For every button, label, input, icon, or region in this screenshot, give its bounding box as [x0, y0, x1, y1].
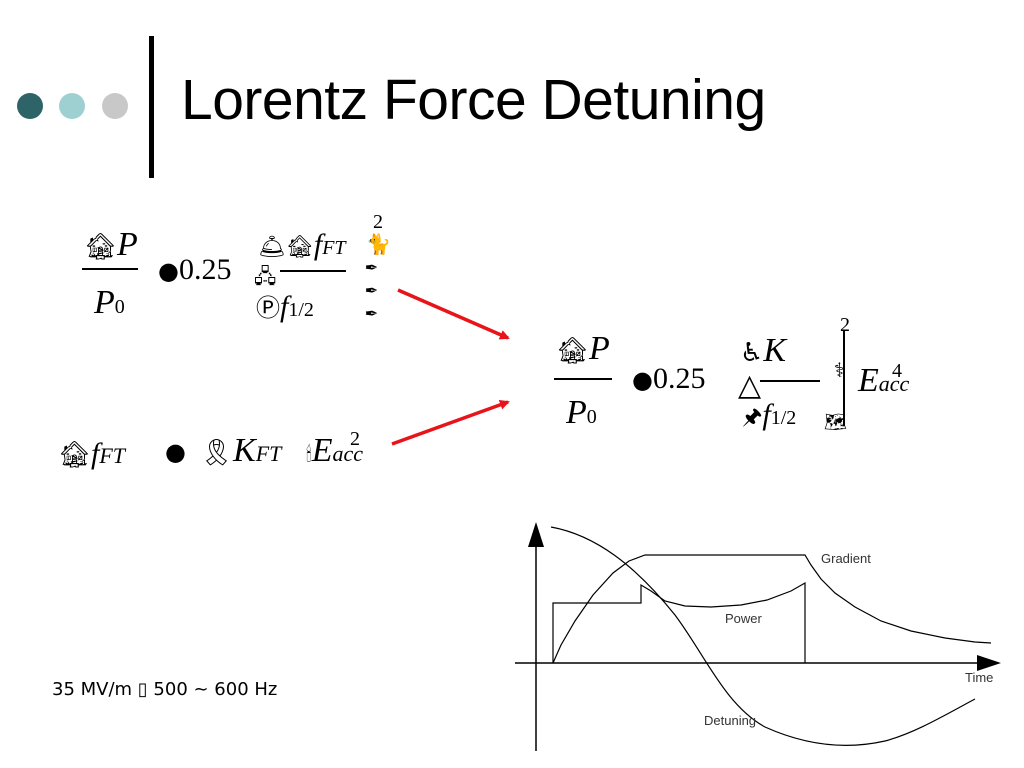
eq1-lhs-num-var: P: [117, 226, 138, 263]
eq2-e-exp: 2: [350, 428, 360, 450]
eq1-rhs-num-glyph: 🛎🏚: [258, 235, 314, 260]
eq3-den-var: f: [762, 398, 771, 431]
eq3-coef: 0.25: [652, 362, 706, 395]
bullet-dot-light: [59, 93, 85, 119]
eq2-e-var: E: [311, 432, 333, 469]
eq1-bracket-glyphs: ✒✒✒: [362, 258, 381, 327]
eq1-lhs-num-glyph: 🏚: [84, 232, 118, 262]
eq2-lhs-var: f: [91, 437, 100, 470]
eq1-cat-icon: 🐈: [366, 232, 391, 257]
eq3-lhs-num-glyph: 🏚: [556, 336, 590, 366]
eq3-bracket-bottom-glyph: 🗺: [824, 412, 847, 433]
eq3-e-term: Eacc: [858, 362, 909, 400]
eq1-lhs-denominator: P0: [94, 284, 125, 322]
eq3-lhs-den-sub: 0: [586, 406, 597, 428]
slide-title: Lorentz Force Detuning: [181, 68, 766, 132]
eq2-e-glyph: 🕯: [306, 442, 312, 466]
eq1-rhs-denominator: Ⓟf1/2: [256, 288, 314, 324]
eq1-rhs-fraction-bar: [280, 270, 346, 272]
label-gradient: Gradient: [821, 551, 871, 566]
eq3-world-map-icon: 🗺: [824, 412, 847, 433]
label-detuning: Detuning: [704, 713, 756, 728]
eq3-e-var: E: [858, 362, 879, 399]
eq3-operator: ●0.25: [632, 362, 705, 396]
eq3-denominator: 🖈f1/2: [742, 398, 796, 438]
eq3-triangle-icon: △: [738, 368, 761, 403]
x-axis-arrowhead: [977, 655, 1001, 671]
eq1-rhs-num-sub: FT: [322, 237, 346, 259]
eq3-den-glyph: 🖈: [742, 405, 763, 430]
timing-diagram: Gradient Power Time Detuning: [505, 505, 1024, 768]
eq3-lhs-fraction-bar: [554, 378, 612, 380]
eq3-e-exp: 4: [892, 360, 902, 382]
eq1-operator: ●0.25: [158, 253, 231, 287]
eq1-rhs-den-glyph: Ⓟ: [256, 294, 280, 322]
eq2-k-sub: FT: [255, 441, 282, 466]
y-axis-arrowhead: [528, 522, 544, 547]
eq2-k-glyph: 🎗: [200, 438, 234, 468]
eq2-k-term: 🎗KFT: [200, 432, 281, 470]
eq1-bracket-top-glyph: 🐈: [366, 232, 391, 256]
eq1-rhs-numerator: 🛎🏚fFT: [258, 228, 346, 262]
eq2-op-glyph: ●: [165, 438, 186, 466]
detuning-curve: [550, 526, 976, 746]
bullet-dot-grey: [102, 93, 128, 119]
eq1-lhs-fraction-bar: [82, 268, 138, 270]
power-curve: [552, 581, 806, 663]
eq3-lhs-numerator: 🏚P: [556, 330, 610, 368]
eq3-lhs-num-var: P: [589, 330, 610, 367]
eq1-rhs-den-sub: 1/2: [288, 299, 314, 321]
eq3-bracket-icon: ⚕: [834, 358, 845, 383]
spec-note: 35 MV/m ▯ 500 ~ 600 Hz: [52, 679, 278, 700]
eq1-lhs-numerator: 🏚P: [84, 226, 138, 264]
eq1-exponent: 2: [373, 211, 383, 233]
eq3-bracket-line: [843, 330, 845, 426]
eq3-lhs-den-var: P: [566, 394, 587, 431]
eq3-e-sub: acc: [878, 371, 910, 396]
eq2-e-term: 🕯Eacc: [306, 432, 363, 470]
eq1-side-glyph: 🖧: [254, 262, 276, 296]
label-time: Time: [965, 670, 993, 685]
eq1-op-glyph: ●: [158, 257, 179, 285]
eq3-lhs-denominator: P0: [566, 394, 597, 432]
arrow-upper: [397, 288, 510, 340]
eq3-exponent: 2: [840, 314, 850, 336]
eq3-fraction-bar: [760, 380, 820, 382]
eq2-lhs-glyph: 🏚: [58, 440, 92, 470]
eq3-op-glyph: ●: [632, 366, 653, 394]
eq3-numerator: ♿K: [740, 332, 786, 370]
eq1-bracket-icons: ✒✒✒: [362, 258, 381, 327]
eq2-k-var: K: [233, 432, 256, 469]
eq3-den-glyph-top: △: [738, 368, 762, 403]
label-power: Power: [725, 611, 763, 626]
eq3-bracket-glyph: ⚕: [834, 358, 845, 382]
eq2-operator: ●: [165, 438, 186, 467]
eq1-side-glyph-text: 🖧: [254, 264, 277, 288]
title-divider: [149, 36, 154, 178]
eq3-num-glyph: ♿: [740, 338, 764, 368]
eq1-lhs-den-var: P: [94, 284, 115, 321]
arrow-lower: [391, 400, 510, 446]
eq2-e-sub: acc: [332, 441, 363, 466]
eq1-lhs-den-sub: 0: [114, 296, 125, 318]
eq3-num-var: K: [763, 332, 786, 369]
eq1-rhs-num-var: f: [313, 228, 323, 261]
eq2-lhs: 🏚fFT: [58, 437, 125, 471]
gradient-curve: [552, 554, 992, 664]
eq3-den-sub: 1/2: [770, 407, 797, 429]
eq2-lhs-sub: FT: [99, 443, 126, 468]
eq1-rhs-den-var: f: [280, 290, 289, 323]
bullet-dot-dark: [17, 93, 43, 119]
eq1-coef: 0.25: [178, 253, 232, 286]
